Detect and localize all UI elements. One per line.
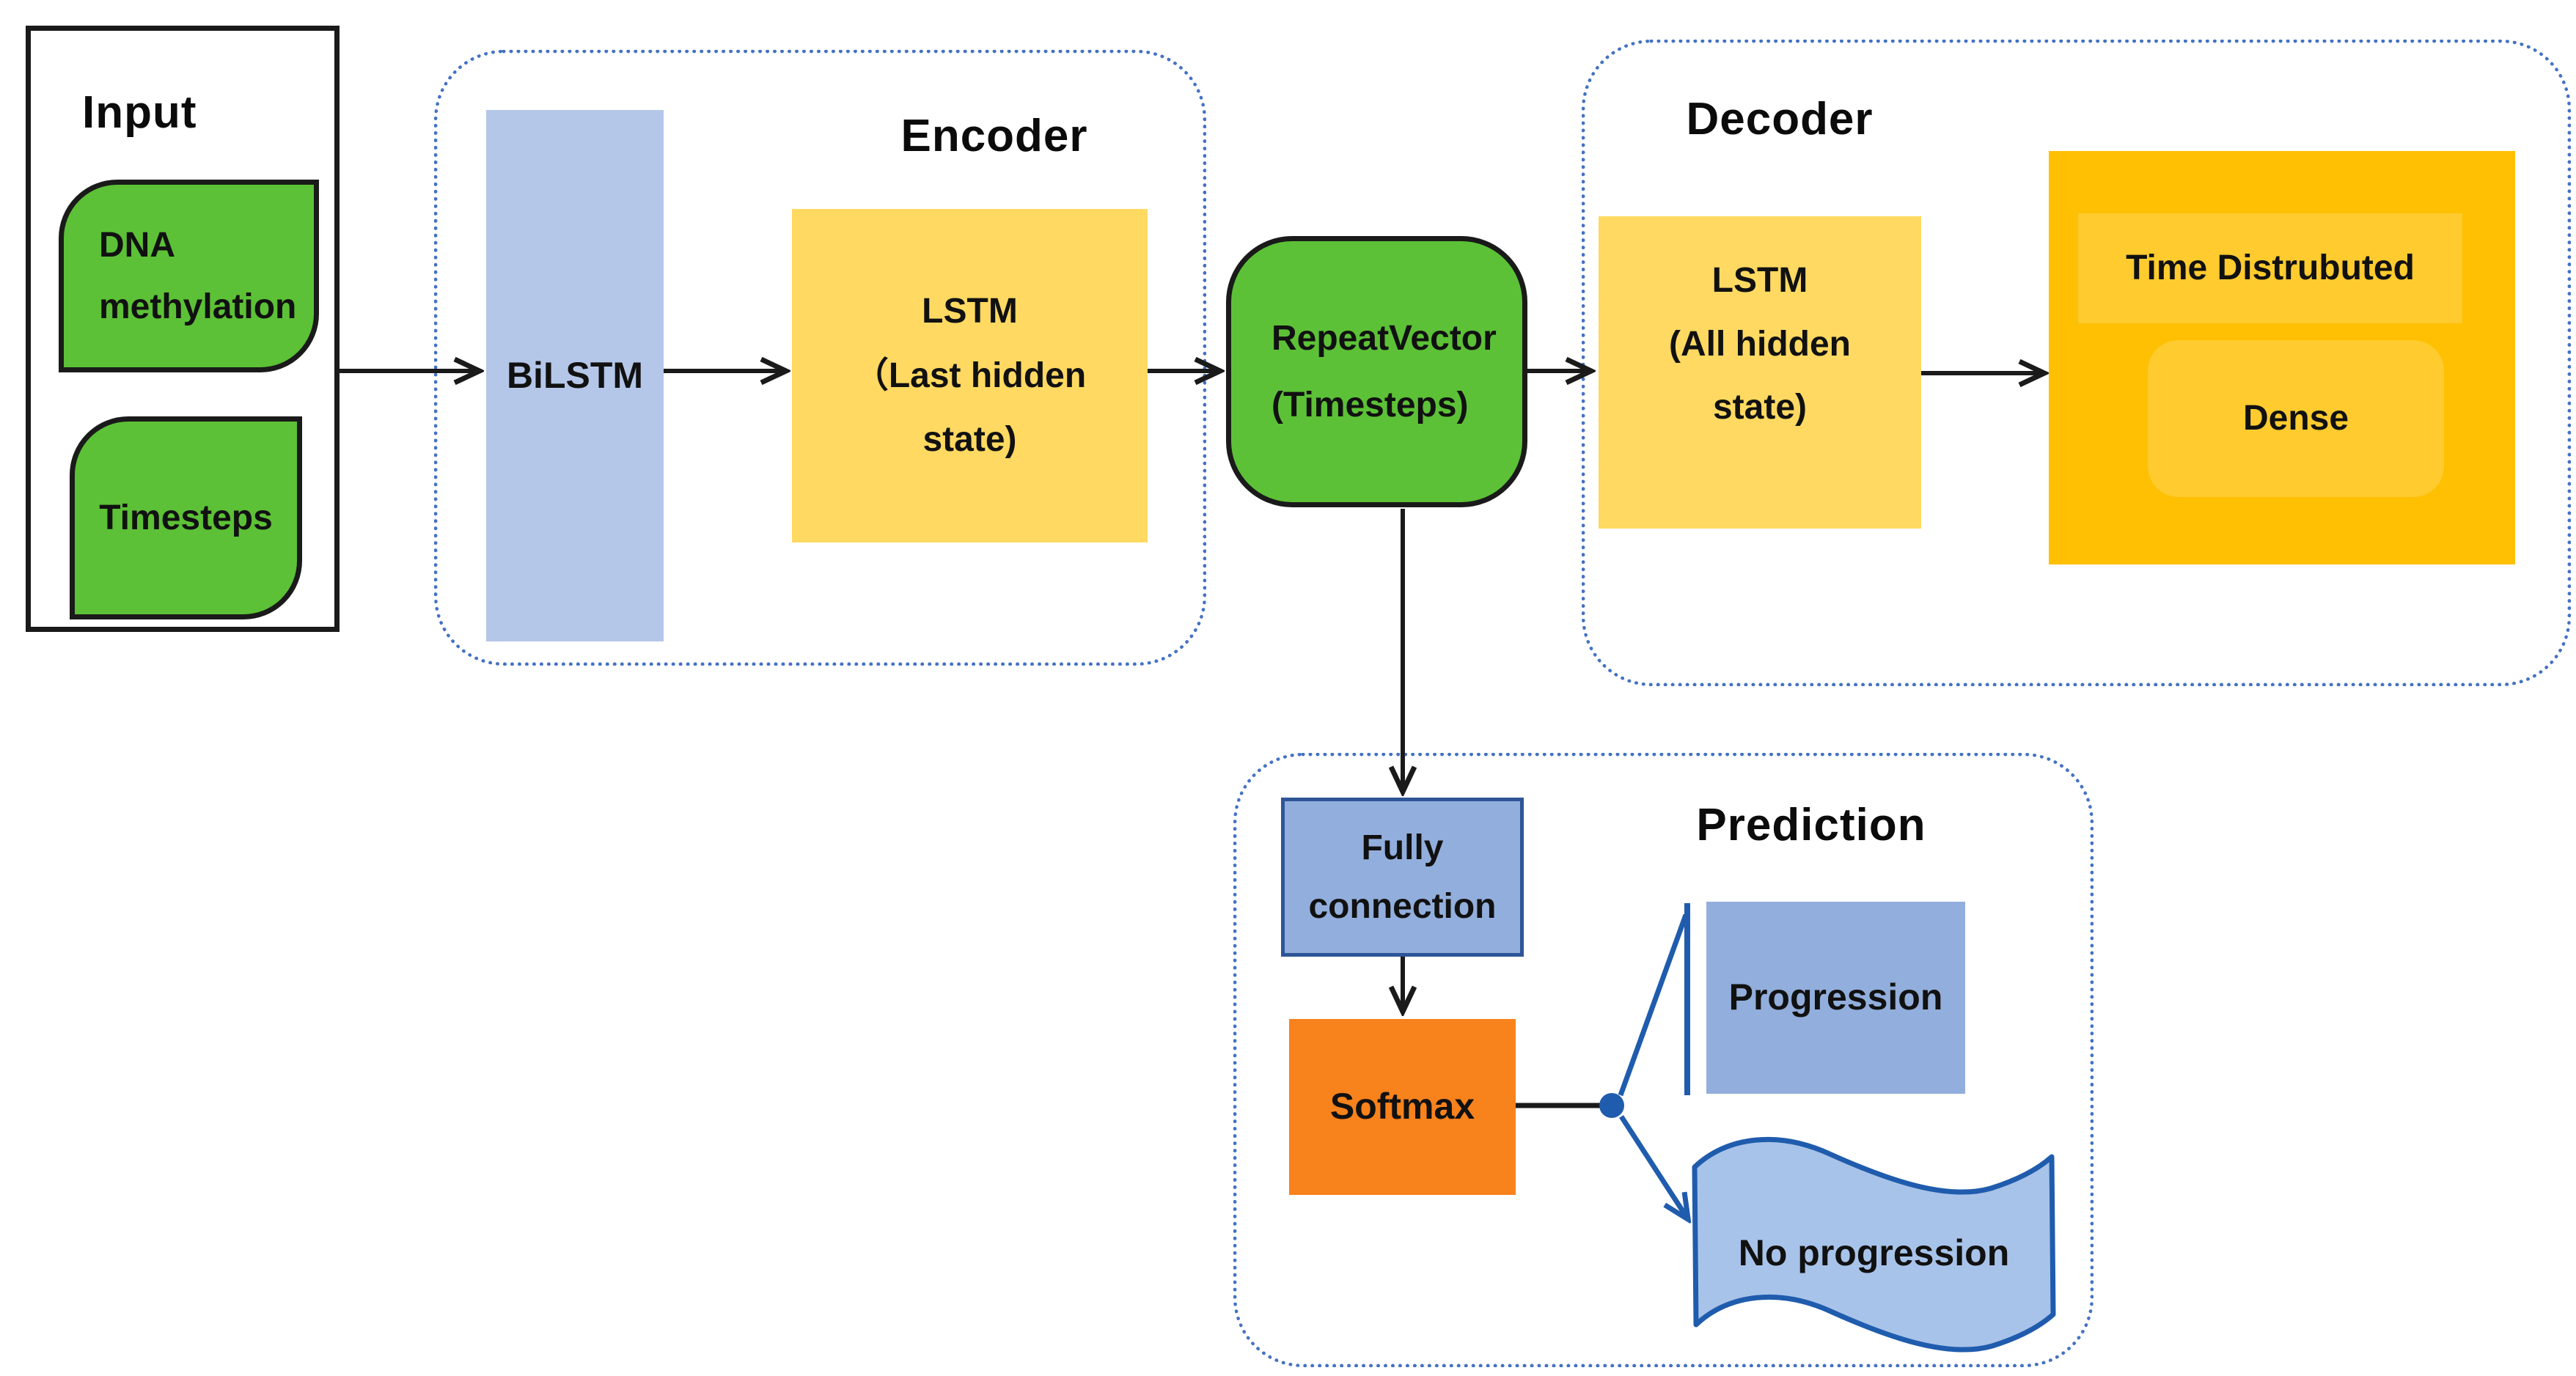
prediction-section-box <box>1233 753 2094 1367</box>
decoder-lstm-label: LSTM (All hidden state) <box>1669 261 1851 427</box>
no-progression-label-wrap: No progression <box>1695 1188 2053 1320</box>
repeat-vector-label: RepeatVector (Timesteps) <box>1272 318 1497 424</box>
node-repeat-vector: RepeatVector (Timesteps) <box>1226 236 1527 507</box>
no-progression-label: No progression <box>1738 1232 2010 1274</box>
time-distributed-label: Time Distrubuted <box>2126 249 2415 287</box>
node-bilstm: BiLSTM <box>486 110 664 641</box>
bilstm-label: BiLSTM <box>506 354 644 396</box>
dense-label: Dense <box>2242 399 2349 438</box>
encoder-lstm-label: LSTM （Last hidden state) <box>853 291 1087 460</box>
encoder-section-title: Encoder <box>900 111 1088 161</box>
prediction-section-title: Prediction <box>1696 800 1926 850</box>
node-dense: Dense <box>2148 340 2444 497</box>
node-softmax: Softmax <box>1289 1019 1516 1195</box>
progression-label: Progression <box>1728 976 1943 1018</box>
decoder-section-title: Decoder <box>1686 94 1874 144</box>
input-section-title: Input <box>82 87 197 138</box>
node-fully-connection: Fully connection <box>1281 798 1524 957</box>
softmax-label: Softmax <box>1329 1086 1475 1127</box>
node-progression: Progression <box>1706 902 1965 1094</box>
dna-methylation-label: DNA methylation <box>99 225 297 326</box>
fully-connection-label: Fully connection <box>1308 828 1497 926</box>
time-distributed-band: Time Distrubuted <box>2078 213 2462 323</box>
timesteps-label: Timesteps <box>99 498 273 537</box>
node-encoder-lstm: LSTM （Last hidden state) <box>792 209 1148 542</box>
node-dna-methylation: DNA methylation <box>59 180 319 372</box>
node-decoder-lstm: LSTM (All hidden state) <box>1599 216 1921 529</box>
node-timesteps: Timesteps <box>70 416 302 619</box>
